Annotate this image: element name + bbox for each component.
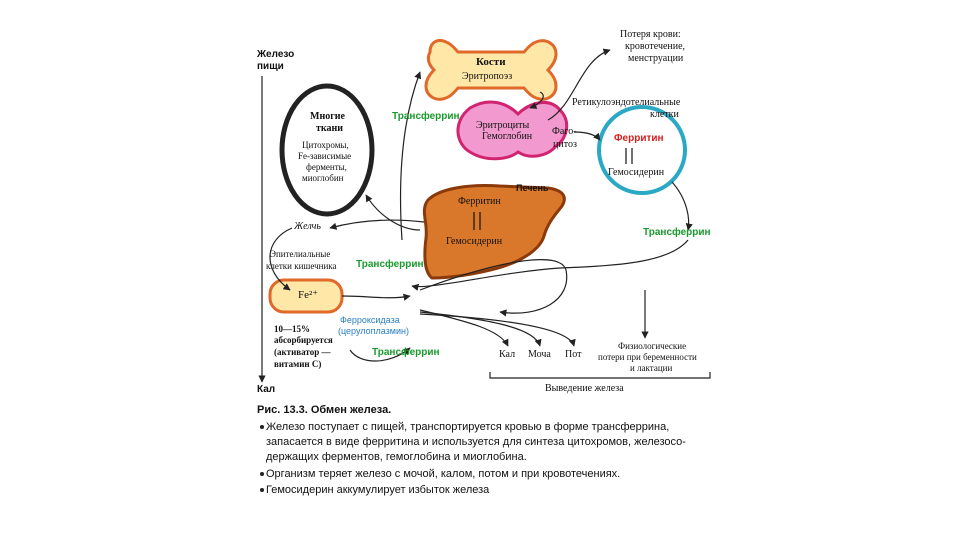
transferrin-label-right: Трансферрин (643, 227, 711, 238)
excretion-sweat: Пот (565, 349, 582, 360)
ferroxidase-transferrin-arrow (349, 347, 411, 362)
liver-equilibrium-arrows (473, 212, 481, 230)
transferrin-label-bottom: Трансферрин (372, 347, 440, 358)
caption-bullets (260, 425, 264, 492)
reticulo-label-line2: клетки (650, 109, 679, 120)
liver-label: Печень (516, 183, 549, 193)
phagocytosis-line1: Фаго- (552, 126, 577, 137)
phagocytosis-line2: цитоз (553, 139, 577, 150)
excretion-urine-arrow (419, 311, 542, 347)
transferrin-loop (411, 239, 689, 291)
reticulo-hemosiderin: Гемосидерин (608, 167, 665, 178)
erythrocytes-shape (456, 100, 569, 161)
fe2-ion-label: Fe²⁺ (298, 289, 319, 301)
reticulo-to-transferrin-arrow (671, 181, 693, 231)
reticulo-ferritin: Ферритин (614, 133, 664, 144)
blood-loss-arrow (547, 48, 611, 121)
bile-loop (269, 227, 293, 291)
transferrin-to-bone-arrow (399, 71, 422, 241)
food-iron-label-line1: Железо (257, 49, 295, 60)
physiological-line1: Физиологические (618, 341, 687, 351)
transferrin-label-top: Трансферрин (392, 111, 460, 122)
physiological-line2: потери при беременности (598, 352, 697, 362)
excretion-feces: Кал (499, 349, 516, 360)
reticuloendothelial-circle (597, 105, 687, 195)
bone-subtitle: Эритропоэз (462, 71, 513, 82)
phagocytosis-arrow (573, 131, 601, 141)
tissues-line5: ферменты, (306, 162, 347, 172)
liver-to-bile-arrow (329, 219, 425, 230)
fe-absorption-arrow (341, 293, 411, 301)
liver-hemosiderin: Гемосидерин (446, 236, 503, 247)
figure-caption-title: Рис. 13.3. Обмен железа. (257, 404, 392, 416)
erythrocytes-line1: Эритроциты (476, 120, 530, 131)
excretion-bracket (489, 372, 711, 379)
excretion-urine: Моча (528, 349, 551, 360)
absorbed-line3: (активатор — (274, 347, 331, 357)
caption-bullet1-line3: держащих ферментов, гемоглобина и миогло… (266, 451, 527, 463)
tissues-line6: миоглобин (302, 173, 344, 183)
ferroxidase-line2: (церулоплазмин) (338, 326, 409, 336)
caption-bullet1-line2: запасается в виде ферритина и использует… (266, 436, 686, 448)
reticulo-label-line1: Ретикулоэндотелиальные (572, 97, 681, 108)
blood-loss-line2: кровотечение, (625, 41, 686, 52)
epithelial-line2: клетки кишечника (266, 261, 337, 271)
liver-ferritin: Ферритин (458, 196, 501, 207)
caption-bullet1-line1: Железо поступает с пищей, транспортирует… (266, 421, 670, 433)
food-iron-label-line2: пищи (257, 61, 284, 72)
absorbed-line1: 10—15% (274, 324, 310, 334)
tissues-line1: Многие (310, 111, 345, 122)
excretion-feces-arrow (419, 309, 509, 347)
blood-loss-line1: Потеря крови: (620, 29, 681, 40)
ferroxidase-line1: Ферроксидаза (340, 315, 400, 325)
excretion-label: Выведение железа (545, 383, 624, 394)
absorbed-line4: витамин С) (274, 359, 322, 369)
excretion-sweat-arrow (419, 313, 576, 347)
bone-to-erythro-arrow (529, 91, 544, 109)
transferrin-to-tissues-arrow (365, 194, 421, 231)
bile-label: Желчь (294, 221, 321, 232)
transferrin-label-middle: Трансферрин (356, 259, 424, 270)
epithelial-line1: Эпителиальные (270, 249, 331, 259)
physiological-line3: и лактации (630, 363, 673, 373)
reticulo-equilibrium-arrows (625, 148, 633, 164)
feces-axis-label: Кал (257, 384, 276, 395)
tissues-line3: Цитохромы, (302, 140, 349, 150)
erythrocytes-line2: Гемоглобин (482, 131, 533, 142)
tissues-oval (279, 83, 375, 217)
absorbed-line2: абсорбируется (274, 335, 333, 345)
caption-bullet2: Организм теряет железо с мочой, калом, п… (266, 468, 621, 480)
bone-title: Кости (476, 56, 506, 68)
liver-loop (419, 259, 568, 317)
blood-loss-line3: менструации (628, 53, 684, 64)
caption-bullet3: Гемосидерин аккумулирует избыток железа (266, 484, 490, 496)
liver-shape (422, 184, 566, 280)
tissues-line2: ткани (316, 123, 344, 134)
bone-shape (424, 38, 558, 101)
tissues-line4: Fe-зависимые (298, 151, 352, 161)
